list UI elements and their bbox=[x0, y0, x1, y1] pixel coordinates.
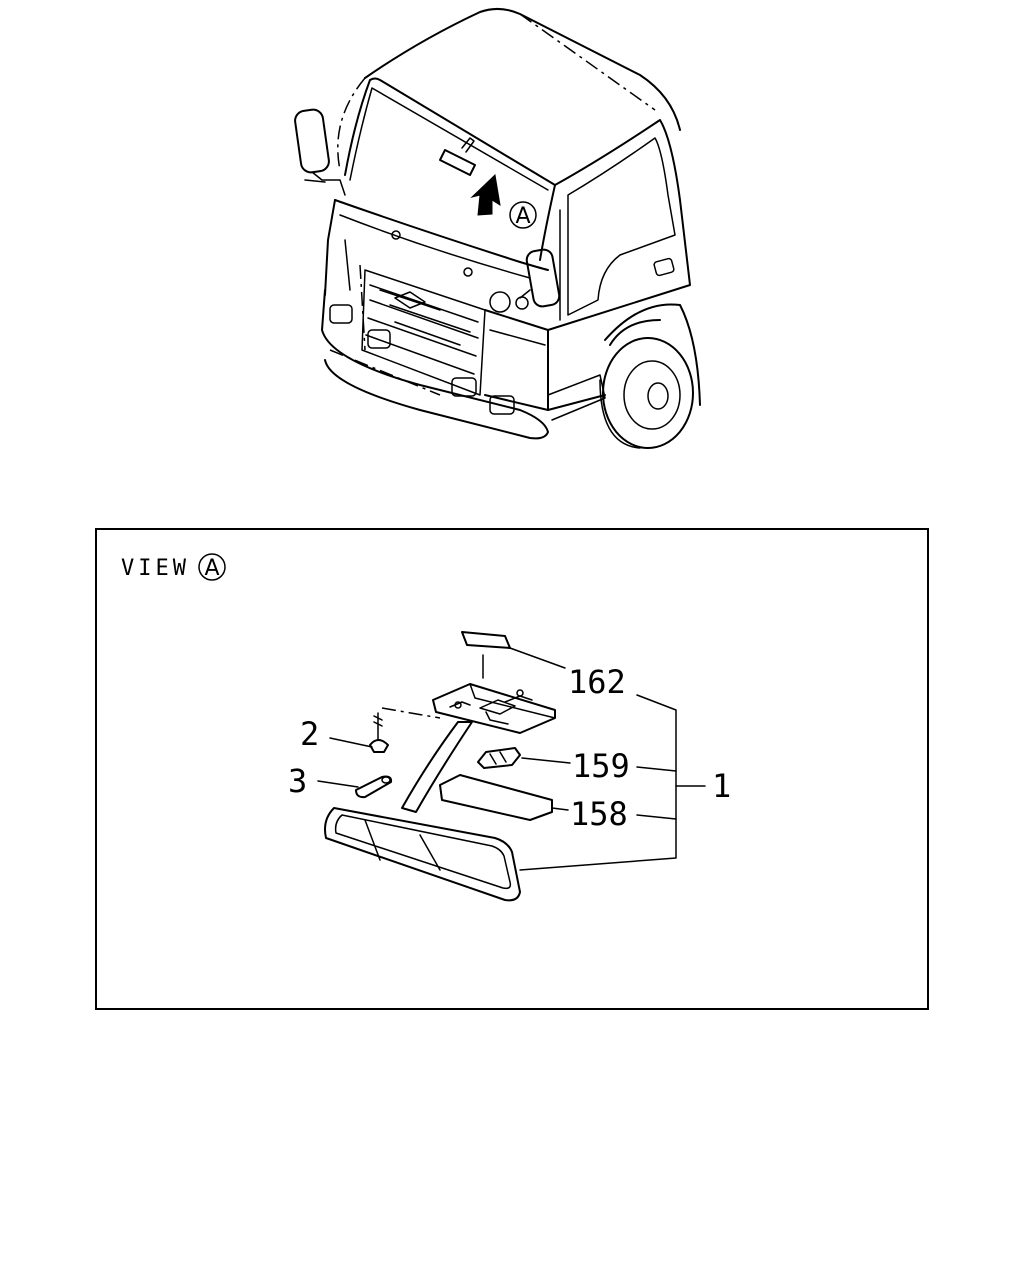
part-162-pad bbox=[461, 631, 511, 679]
view-title-prefix: VIEW bbox=[121, 556, 190, 581]
truck-cab-illustration: A bbox=[294, 8, 701, 449]
rear-view-mirror bbox=[324, 807, 521, 902]
part-label-159: 159 bbox=[572, 747, 630, 785]
view-a-title: VIEW A bbox=[121, 553, 226, 581]
part-label-1: 1 bbox=[712, 767, 731, 805]
part-2-screw bbox=[369, 707, 441, 753]
part-159-bulb bbox=[477, 747, 521, 769]
callout-marker-label: A bbox=[515, 204, 530, 229]
part-label-162: 162 bbox=[568, 663, 626, 701]
leader-lines bbox=[317, 647, 706, 871]
view-title-marker: A bbox=[204, 556, 219, 581]
part-label-2: 2 bbox=[300, 715, 319, 753]
mirror-mount-assembly bbox=[401, 683, 556, 813]
callout-marker-a: A bbox=[509, 201, 537, 229]
part-label-158: 158 bbox=[570, 795, 628, 833]
view-direction-arrow-icon bbox=[470, 173, 501, 216]
part-label-3: 3 bbox=[288, 762, 307, 800]
part-3-plug bbox=[355, 775, 393, 799]
part-158-lens-cover bbox=[439, 774, 553, 821]
view-a-frame bbox=[95, 528, 929, 1010]
